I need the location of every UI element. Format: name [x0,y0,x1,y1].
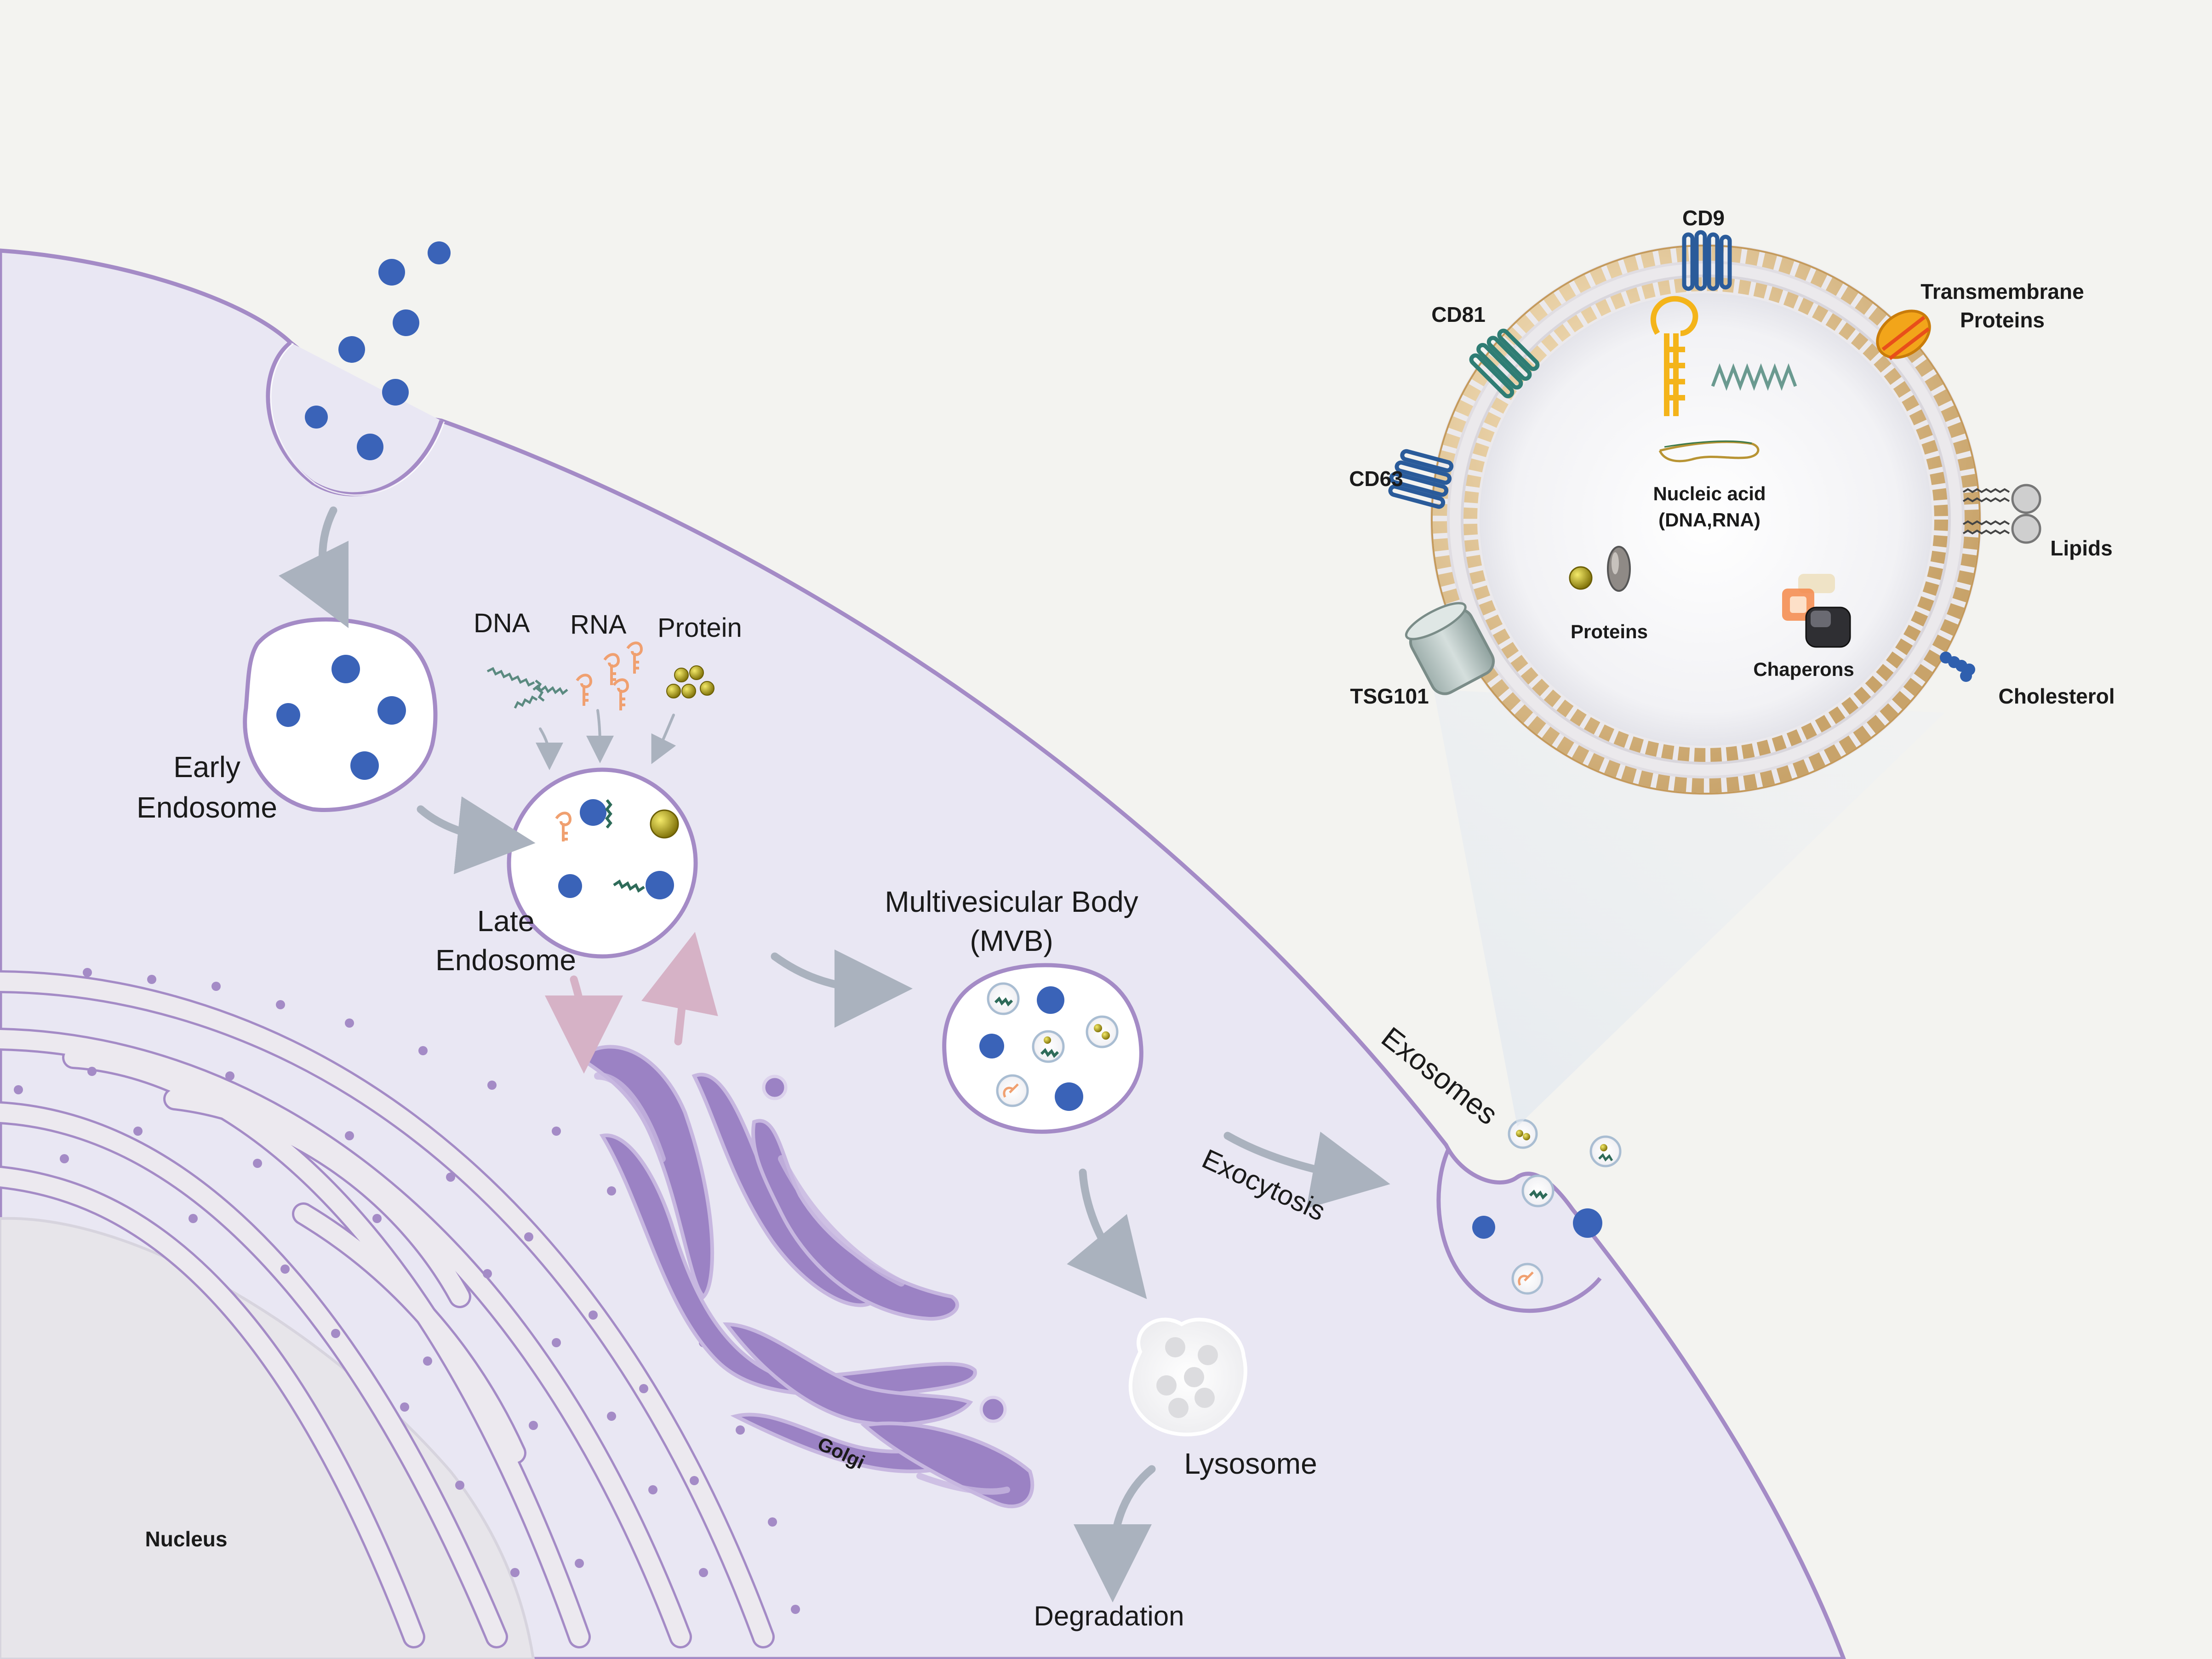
mvb-label-line2: (MVB) [970,924,1053,957]
cd63-tetraspanin-icon [1388,449,1454,509]
degradation-label: Degradation [1034,1601,1184,1631]
protein-label: Protein [657,613,742,643]
proteins-icon [1569,546,1631,592]
rna-label: RNA [570,610,627,640]
pathway-arrows [278,506,1390,1602]
rna-hairpins-icon [576,641,643,710]
multivesicular-body [942,963,1143,1134]
cholesterol-icon [1940,652,1975,682]
cholesterol-label: Cholesterol [1998,684,2115,708]
chaperons-icon [1782,574,1851,648]
tsg101-icon [1405,602,1495,695]
proteins-label: Proteins [1571,621,1648,642]
membrane-inner-leaflet [1463,277,1948,762]
golgi-transport-arrows [544,932,718,1074]
lipids-icon [1962,484,2041,544]
protein-spheres-icon [666,665,714,698]
endocytosis-pocket [266,341,444,497]
tsg101-label: TSG101 [1350,684,1429,708]
late-endosome [507,767,698,959]
chaperons-label: Chaperons [1753,658,1854,680]
nucleic-acid-icon [1650,296,1797,463]
cd9-label: CD9 [1682,206,1725,230]
lysosome [1128,1317,1247,1436]
endoplasmic-reticulum [0,968,800,1648]
exocytosis-site [1436,1119,1622,1313]
exosome-detail [1388,230,2041,795]
nucleus-label: Nucleus [145,1527,228,1551]
nucleic-acid-label-line2: (DNA,RNA) [1658,509,1760,531]
transmembrane-label-line2: Proteins [1960,308,2045,332]
nucleic-acid-label-line1: Nucleic acid [1653,483,1766,504]
cd81-label: CD81 [1431,303,1486,326]
lysosome-label: Lysosome [1184,1447,1317,1480]
extracellular-cargo [305,241,451,460]
cd81-tetraspanin-icon [1469,328,1540,399]
late-endosome-label-line1: Late [477,904,535,938]
cd63-label: CD63 [1349,467,1403,491]
dna-label: DNA [474,608,530,638]
early-endosome [243,617,438,812]
late-endosome-label-line2: Endosome [435,944,576,977]
transmembrane-label-line1: Transmembrane [1920,280,2084,303]
zoom-cone [1434,690,1945,1127]
mvb-label-line1: Multivesicular Body [885,885,1138,918]
early-endosome-label-line1: Early [173,750,240,784]
cd9-tetraspanin-icon [1682,230,1732,291]
dna-strands-icon [486,667,568,709]
early-endosome-label-line2: Endosome [137,791,277,824]
golgi-apparatus [576,1045,1035,1509]
lipids-label: Lipids [2050,536,2112,560]
transmembrane-protein-icon [1876,309,1931,360]
